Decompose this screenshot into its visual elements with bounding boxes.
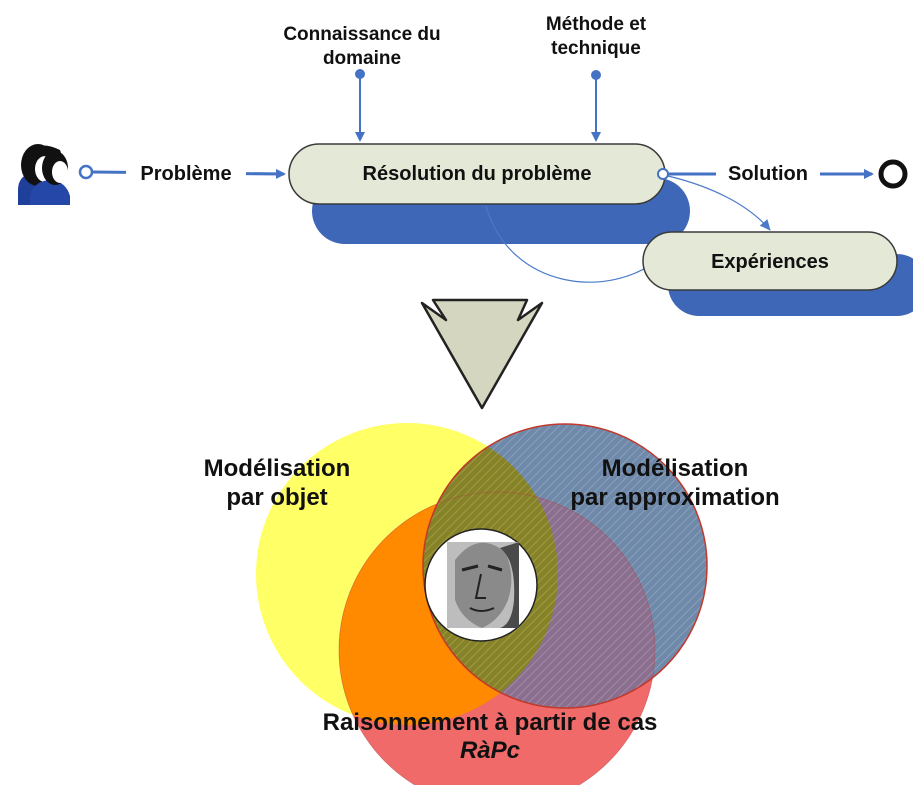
cbr-label-2: RàPc <box>460 737 520 764</box>
object-modeling-label-1: Modélisation <box>204 455 351 482</box>
experiences-label: Expériences <box>711 251 829 273</box>
solution-start-node <box>657 168 669 180</box>
experience-store-curve <box>667 175 771 231</box>
domain-knowledge-label-1: Connaissance du <box>283 24 440 45</box>
big-down-arrow <box>420 298 544 410</box>
method-label-2: technique <box>551 38 641 59</box>
users-icon <box>18 144 70 205</box>
approx-modeling-label-2: par approximation <box>570 484 779 511</box>
object-modeling-label-2: par objet <box>226 484 327 511</box>
problem-start-node <box>78 164 94 180</box>
method-label-1: Méthode et <box>546 14 647 35</box>
experience-feedback-curve <box>485 205 661 283</box>
domain-knowledge-label-2: domaine <box>323 48 401 69</box>
solution-label: Solution <box>728 163 808 185</box>
approx-modeling-label-1: Modélisation <box>602 455 749 482</box>
portrait-image <box>424 528 538 642</box>
cbr-label-1: Raisonnement à partir de cas <box>323 709 658 736</box>
end-node <box>878 159 908 189</box>
experiences-box <box>642 231 898 291</box>
problem-label: Problème <box>140 163 231 185</box>
resolution-label: Résolution du problème <box>363 163 592 185</box>
